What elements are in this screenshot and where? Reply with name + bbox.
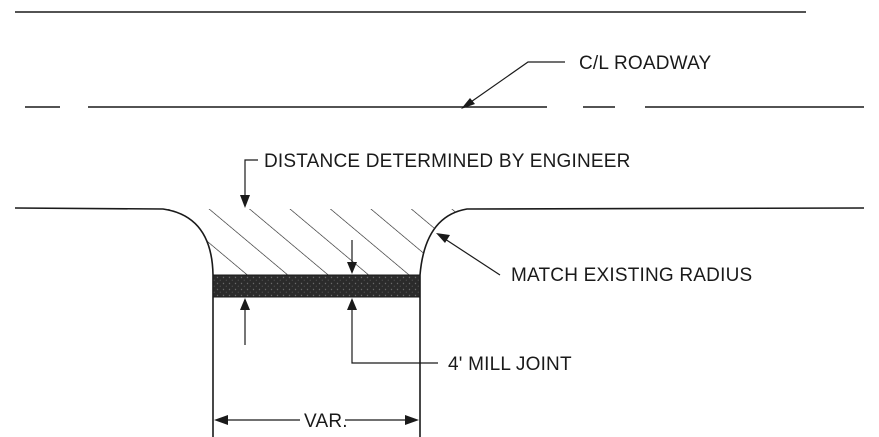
distance-label: DISTANCE DETERMINED BY ENGINEER	[264, 151, 631, 172]
distance-leader	[240, 159, 258, 208]
width-label: VAR.	[304, 411, 348, 432]
hatched-driveway-area	[163, 209, 467, 275]
road-bottom-edge	[14, 207, 214, 437]
radius-leader	[436, 233, 501, 276]
mill-joint-band	[212, 274, 421, 298]
mill-joint-leader	[347, 240, 438, 364]
radius-label: MATCH EXISTING RADIUS	[511, 265, 752, 286]
mill-joint-label: 4' MILL JOINT	[448, 354, 572, 375]
centerline-label: C/L ROADWAY	[579, 53, 712, 74]
centerline-leader	[461, 61, 565, 109]
width-dimension	[214, 415, 419, 425]
road-bottom-edge-right	[419, 207, 865, 437]
mill-thickness-arrows-left	[240, 298, 250, 345]
